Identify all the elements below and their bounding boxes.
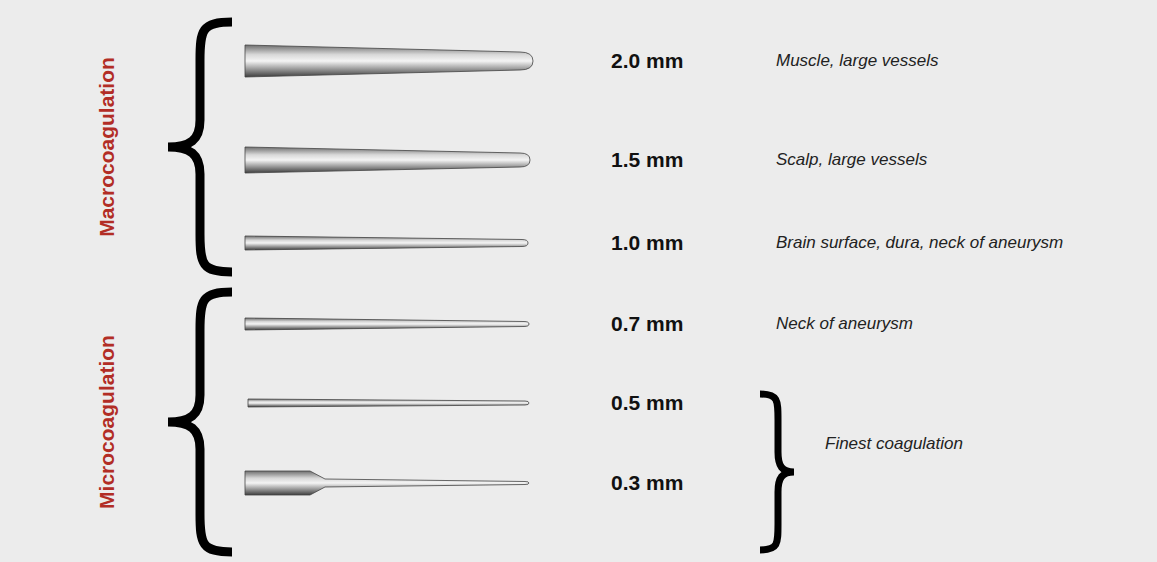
tip-size: 1.5 mm xyxy=(611,148,683,172)
tip-size: 0.3 mm xyxy=(611,471,683,495)
tip-use: Muscle, large vessels xyxy=(776,51,939,71)
tip-size: 0.7 mm xyxy=(611,312,683,336)
tip-size: 2.0 mm xyxy=(611,49,683,73)
bipolar-tip xyxy=(245,318,529,330)
curly-brace xyxy=(760,394,794,550)
tip-size: 1.0 mm xyxy=(611,231,683,255)
bipolar-tip xyxy=(245,45,533,77)
bipolar-tip xyxy=(245,236,528,250)
curly-brace xyxy=(168,22,232,272)
tip-use: Neck of aneurysm xyxy=(776,314,913,334)
bipolar-tip xyxy=(245,147,530,173)
tip-use: Brain surface, dura, neck of aneurysm xyxy=(776,233,1063,253)
group-title: Microcoagulation xyxy=(95,335,119,509)
curly-brace xyxy=(168,292,232,552)
group-title: Macrocoagulation xyxy=(95,57,119,237)
bipolar-tip xyxy=(248,399,529,407)
tip-use: Scalp, large vessels xyxy=(776,150,927,170)
tip-size: 0.5 mm xyxy=(611,391,683,415)
bipolar-tip xyxy=(245,471,529,495)
tip-use: Finest coagulation xyxy=(825,434,963,454)
